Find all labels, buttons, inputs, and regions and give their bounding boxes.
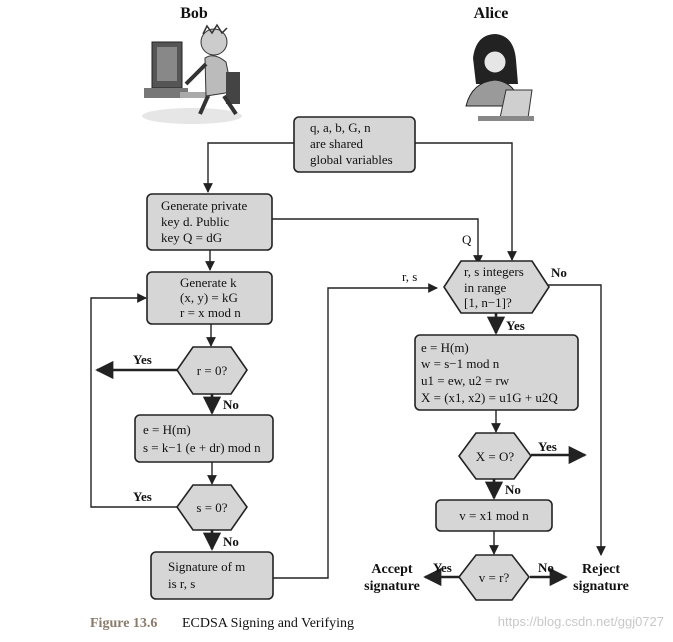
calc-s-line-2: s = k−1 (e + dr) mod n [143,440,261,455]
x-zero-label: X = O? [476,449,515,464]
verify-calc-box: e = H(m) w = s−1 mod n u1 = ew, u2 = rw … [414,334,579,411]
x-zero-no-label: No [505,482,521,497]
range-no-label: No [551,265,567,280]
bob-title: Bob [180,5,208,22]
s-zero-decision: s = 0? [176,484,248,531]
accept-line-1: Accept [371,562,413,577]
signature-line-2: is r, s [168,576,195,591]
shared-line-2: are shared [310,136,364,151]
calc-s-line-1: e = H(m) [143,422,191,437]
r-zero-decision: r = 0? [176,346,248,395]
v-calc-label: v = x1 mod n [459,508,529,523]
alice-title: Alice [474,5,509,22]
verify-line-3: u1 = ew, u2 = rw [421,373,510,388]
x-zero-decision: X = O? [458,432,532,480]
s-zero-yes-label: Yes [133,489,152,504]
reject-line-1: Reject [582,562,620,577]
shared-variables-box: q, a, b, G, n are shared global variable… [293,116,416,173]
range-line-3: [1, n−1]? [464,295,512,310]
accept-line-2: signature [364,579,420,594]
generate-key-box: Generate private key d. Public key Q = d… [146,193,273,251]
gen-k-line-2: (x, y) = kG [180,290,238,305]
range-line-1: r, s integers [464,264,524,279]
shared-line-3: global variables [310,152,393,167]
v-eq-decision: v = r? [457,554,531,601]
v-eq-label: v = r? [479,570,510,585]
gen-key-line-3: key Q = dG [161,230,222,245]
rs-label: r, s [402,269,417,284]
accept-signature: Accept signature [364,562,420,594]
r-zero-yes-label: Yes [133,352,152,367]
gen-k-line-3: r = x mod n [180,305,241,320]
reject-signature: Reject signature [573,562,629,594]
verify-line-4: X = (x1, x2) = u1G + u2Q [421,390,558,405]
r-zero-no-label: No [223,397,239,412]
range-line-2: in range [464,280,506,295]
signature-box: Signature of m is r, s [150,551,274,600]
s-zero-no-label: No [223,534,239,549]
signature-line-1: Signature of m [168,559,245,574]
verify-line-2: w = s−1 mod n [421,356,500,371]
generate-k-box: Generate k (x, y) = kG r = x mod n [146,271,273,325]
s-zero-label: s = 0? [196,500,227,515]
figure-number: Figure 13.6 [90,616,157,631]
v-eq-no-label: No [538,560,554,575]
shared-line-1: q, a, b, G, n [310,120,371,135]
man-at-computer-icon [142,23,242,124]
watermark: https://blog.csdn.net/ggj0727 [498,614,664,629]
reject-line-2: signature [573,579,629,594]
r-zero-label: r = 0? [197,363,228,378]
x-zero-yes-label: Yes [538,439,557,454]
figure-title: ECDSA Signing and Verifying [182,616,354,631]
range-yes-label: Yes [506,318,525,333]
gen-key-line-1: Generate private [161,198,247,213]
calc-s-box: e = H(m) s = k−1 (e + dr) mod n [134,414,274,463]
v-calc-box: v = x1 mod n [435,499,553,532]
gen-key-line-2: key d. Public [161,214,229,229]
woman-with-laptop-icon [465,34,534,121]
q-label: Q [462,232,472,247]
range-check-decision: r, s integers in range [1, n−1]? [443,260,550,314]
verify-line-1: e = H(m) [421,340,469,355]
v-eq-yes-label: Yes [433,560,452,575]
gen-k-line-1: Generate k [180,275,237,290]
